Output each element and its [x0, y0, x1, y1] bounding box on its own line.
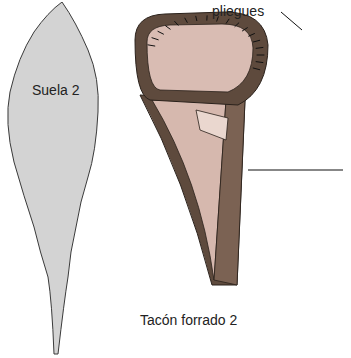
sole-outline: [4, 2, 102, 356]
callout-label: pliegues: [212, 3, 264, 19]
sole-shape: Suela 2: [4, 2, 102, 356]
part-name: Suela 2: [32, 82, 79, 98]
part-name: Tacón forrado 2: [140, 312, 237, 328]
